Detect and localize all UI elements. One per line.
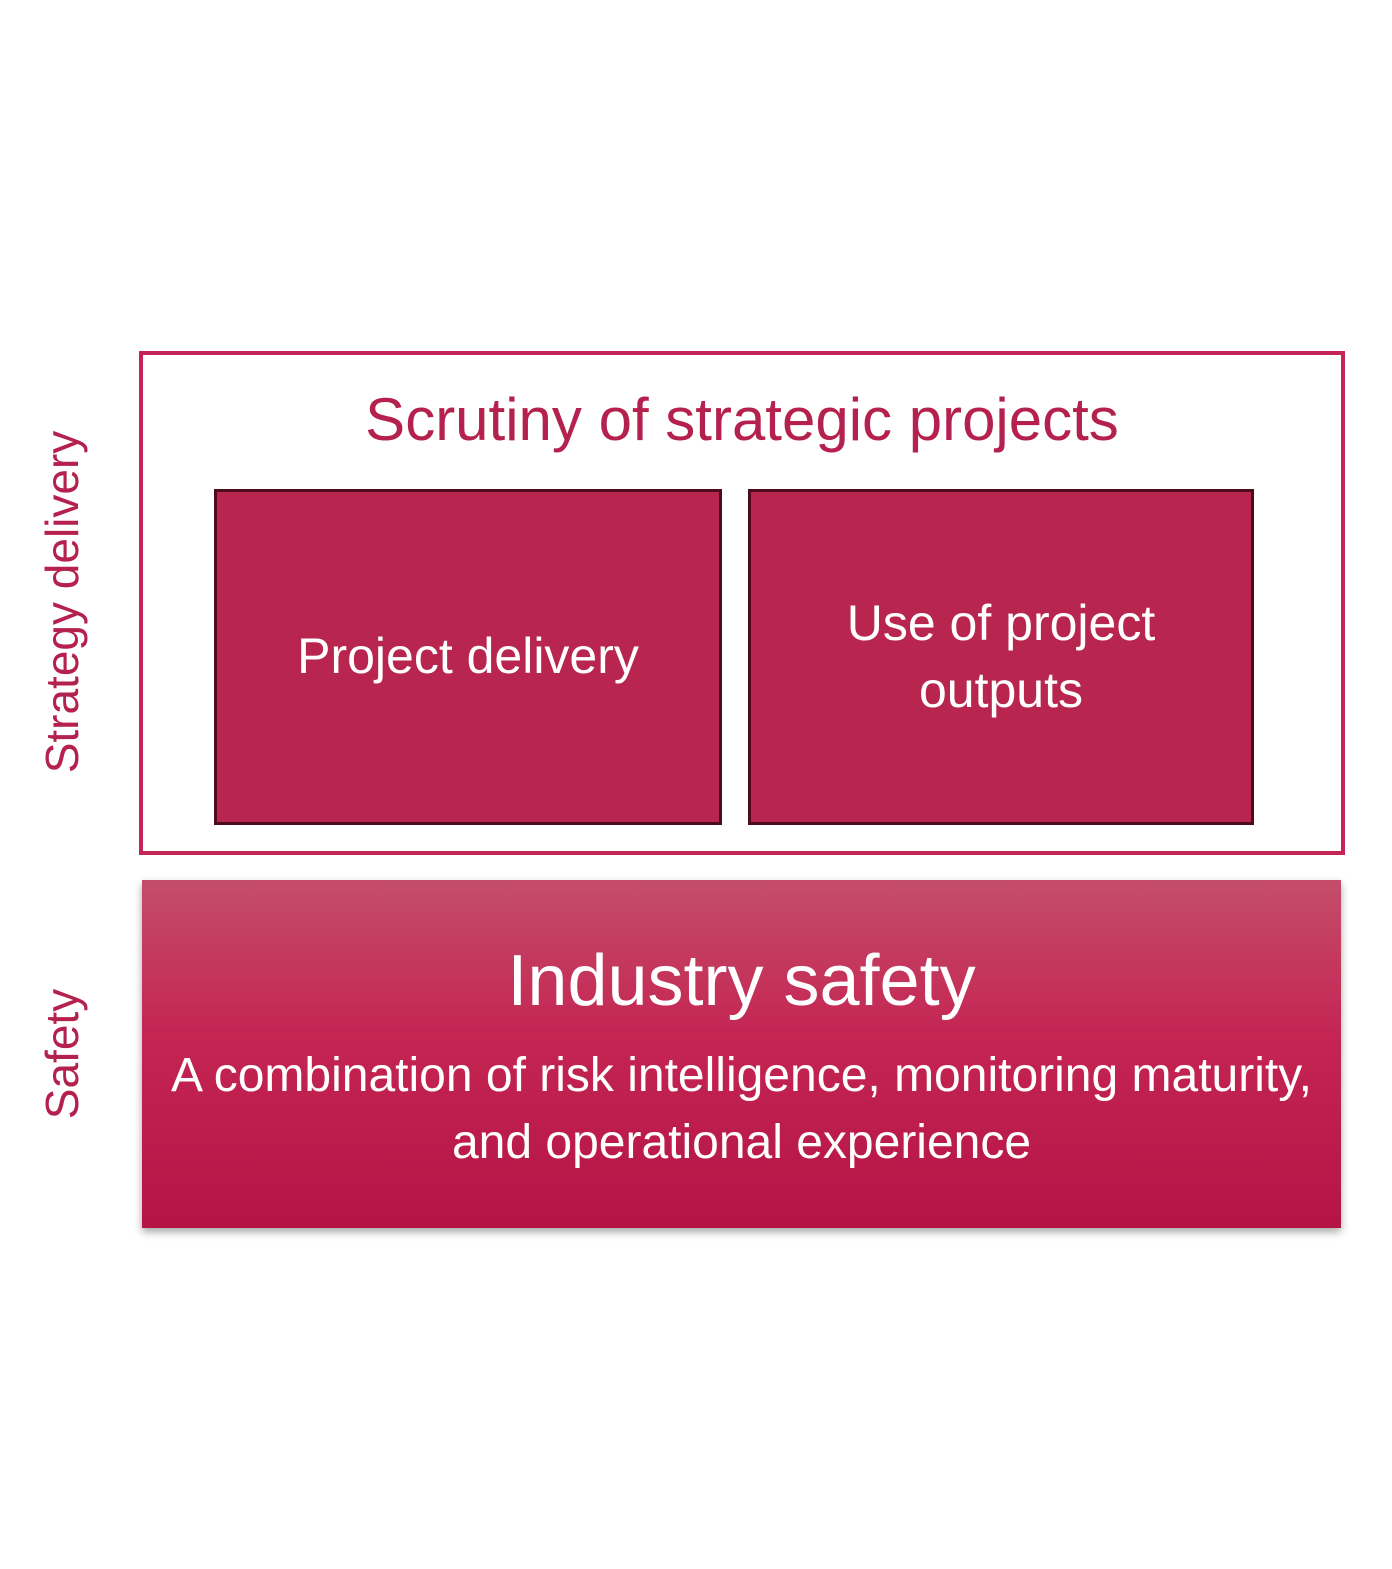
industry-safety-title: Industry safety: [507, 941, 976, 1021]
industry-safety-description: A combination of risk intelligence, moni…: [171, 1049, 1312, 1170]
project-outputs-label: Use of project outputs: [846, 594, 1156, 719]
industry-safety-box: Industry safety A combination of risk in…: [142, 880, 1341, 1228]
project-delivery-label: Project delivery: [297, 628, 639, 685]
project-delivery-box: Project delivery: [214, 489, 722, 825]
project-outputs-box: Use of project outputs: [748, 489, 1254, 825]
safety-label: Safety: [36, 988, 88, 1120]
strategic-projects-title: Scrutiny of strategic projects: [365, 386, 1119, 453]
strategy-frame: Scrutiny of strategic projects Project d…: [139, 351, 1345, 855]
strategy-delivery-label: Strategy delivery: [36, 430, 88, 774]
